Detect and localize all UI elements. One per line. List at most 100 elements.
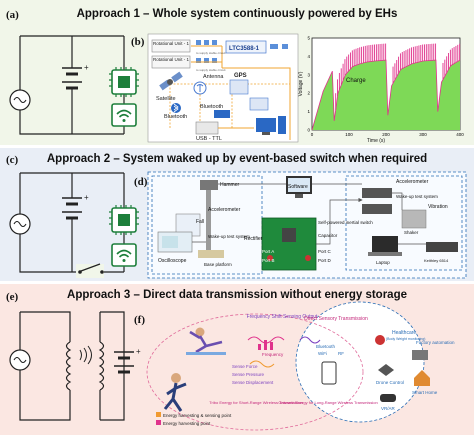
yoga-figure	[186, 327, 226, 355]
application-f: Frequency Shift Sensing Output Direct Se…	[146, 301, 455, 431]
port-d-label: Port D	[318, 258, 332, 263]
capacitor-label: Capacitor	[318, 233, 338, 238]
sense-pressure-label: Sense Pressure	[232, 372, 265, 377]
healthcare-icon	[375, 335, 385, 345]
shaker-label: Shaker	[404, 230, 419, 235]
usb-ttl-box	[195, 121, 219, 135]
approach3-title: Approach 3 – Direct data transmission wi…	[67, 289, 407, 301]
port-b-label: Port B	[262, 258, 275, 263]
ac-source-icon	[9, 349, 31, 371]
satellite-icon	[159, 71, 183, 91]
keithley-meter	[426, 242, 458, 252]
bluetooth-label-2: Bluetooth	[200, 104, 223, 110]
battery-icon: +	[62, 193, 89, 230]
ltc-label: LTC3588-1	[229, 46, 260, 52]
fall-label: Fall	[196, 219, 204, 225]
battery-icon: +	[62, 63, 89, 100]
rot-unit-1-label: Rotational Unit - 1	[153, 41, 190, 46]
self-powered-label: Self-powered inertial switch	[318, 220, 373, 225]
gps-module	[229, 79, 249, 95]
approach2-title: Approach 2 – System waked up by event-ba…	[46, 153, 428, 165]
port-a-label: Port A	[262, 249, 274, 254]
accelerometer-label-2: Accelerometer	[396, 179, 429, 185]
chart-ytick-label: 5	[307, 36, 310, 41]
wifi-icon	[111, 103, 137, 127]
wireless-coupling-icon	[79, 345, 92, 365]
chart-ytick-label: 0	[307, 128, 310, 133]
software-label: Software	[288, 184, 308, 190]
bluetooth-icon	[171, 103, 230, 118]
chip-icon	[109, 67, 139, 97]
drone-label: Drone Control	[376, 380, 404, 385]
laptop-icon	[368, 236, 402, 256]
chart-ylabel: Voltage (V)	[298, 71, 304, 96]
panel-label-b: (b)	[131, 36, 145, 48]
chart-annotation-charge: Charge	[346, 78, 366, 84]
approach1-title: Approach 1 – Whole system continuously p…	[76, 8, 398, 20]
laptop-label: Laptop	[376, 260, 390, 265]
direct-transmission-label: Direct Sensory Transmission	[304, 316, 368, 322]
chart-ytick-label: 2	[307, 91, 310, 96]
computer-icon	[256, 116, 286, 135]
ltc-chip-box	[225, 40, 267, 54]
rot-unit-2-label: Rotational Unit - 1	[153, 57, 190, 62]
bluetooth-label: Bluetooth	[316, 344, 336, 349]
software-monitor-icon	[286, 176, 312, 198]
panel-label-d: (d)	[134, 176, 148, 188]
rotational-unit-2-box	[151, 55, 191, 69]
chart-ytick-label: 1	[307, 109, 310, 114]
circuit-board	[261, 217, 317, 271]
gps-board	[249, 97, 269, 111]
battery-icon: +	[114, 347, 141, 374]
small-note-1: to supply stable circuit	[196, 51, 226, 55]
base-platform	[198, 250, 224, 258]
vr-headset-icon	[380, 394, 396, 402]
circuit-e	[19, 311, 125, 421]
svg-text:+: +	[84, 63, 89, 72]
sense-force-label: Sense Force	[232, 364, 258, 369]
rectifier-label: Rectifier	[244, 236, 263, 242]
phone-icon	[321, 361, 337, 385]
bluetooth-label-1: Bluetooth	[164, 114, 187, 120]
block-diagram-b: Rotational Unit - 1 Rotational Unit - 1 …	[147, 33, 299, 143]
panel-label-e: (e)	[6, 291, 19, 303]
port-c-label: Port C	[318, 249, 332, 254]
wifi-label: WiFi	[318, 351, 327, 356]
factory-label: Factory automation	[416, 340, 455, 345]
legend-swatch-2	[156, 420, 161, 425]
wakeup-label: Wake-up test system	[208, 234, 250, 239]
smart-home-icon	[414, 370, 430, 386]
accelerometer-device-1	[362, 188, 392, 198]
vibration-label: Vibration	[428, 204, 448, 210]
vr-ar-label: VR/AR	[381, 406, 396, 411]
chart-xtick-label: 400	[456, 132, 464, 137]
triboenergy-label: Tribo Energy for Short-Range Wireless Tr…	[209, 400, 302, 405]
ac-source-icon	[9, 213, 31, 235]
healthcare-sub-label: (Body Weight monitoring)	[386, 337, 425, 341]
drone-icon	[378, 364, 394, 376]
wakeup-label-2: Wake-up test system	[396, 194, 438, 199]
galvanic-label: Galvanic Energy for Long-Range Wireless …	[278, 400, 377, 405]
hammer-label: Hammer	[220, 182, 240, 188]
chart-xtick-label: 0	[311, 132, 314, 137]
antenna-icon	[193, 81, 207, 95]
ac-source-icon	[9, 89, 31, 111]
svg-text:+: +	[136, 347, 141, 356]
antenna-label: Antenna	[203, 74, 224, 80]
shaker-icon	[401, 209, 427, 229]
setup-d: Hammer Software Accelerometer Fall Wake-…	[147, 171, 467, 279]
panel-label-a: (a)	[6, 9, 19, 21]
accelerometer-device-2	[362, 204, 392, 214]
gps-label: GPS	[234, 73, 247, 79]
factory-icon	[412, 350, 428, 360]
panel-label-f: (f)	[134, 314, 145, 326]
smart-home-label: Smart Home	[412, 390, 438, 395]
sense-displacement-label: Sense Displacement	[232, 380, 274, 385]
healthcare-label: Healthcare	[392, 330, 416, 336]
keithley-label: Keithley 6514	[424, 258, 449, 263]
small-note-2: to supply stable circuit	[196, 68, 226, 72]
chart-xlabel: Time (s)	[367, 138, 385, 144]
wifi-icon	[111, 243, 137, 267]
